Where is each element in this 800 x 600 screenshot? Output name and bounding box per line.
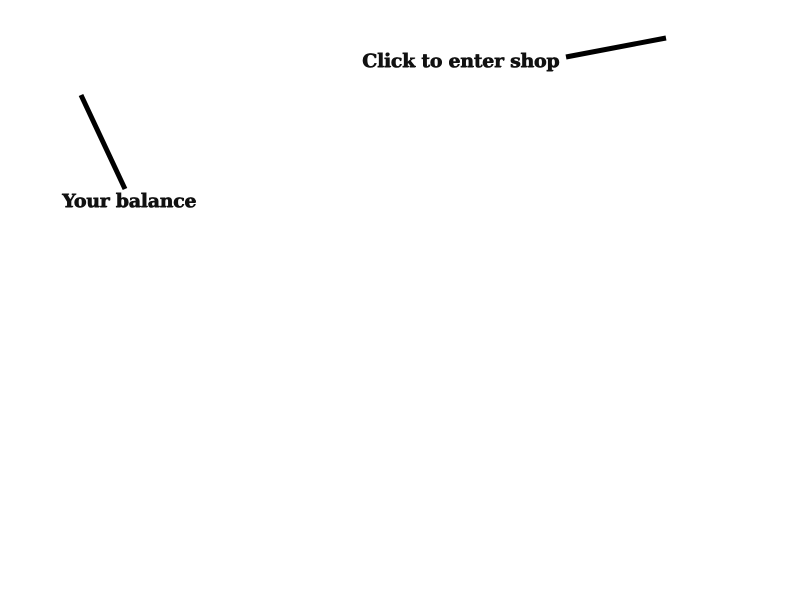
shop-pointer-line: [565, 35, 667, 60]
balance-pointer-line: [78, 93, 128, 191]
balance-hint-label: Your balance: [62, 190, 197, 212]
shop-hint-label: Click to enter shop: [362, 50, 560, 72]
